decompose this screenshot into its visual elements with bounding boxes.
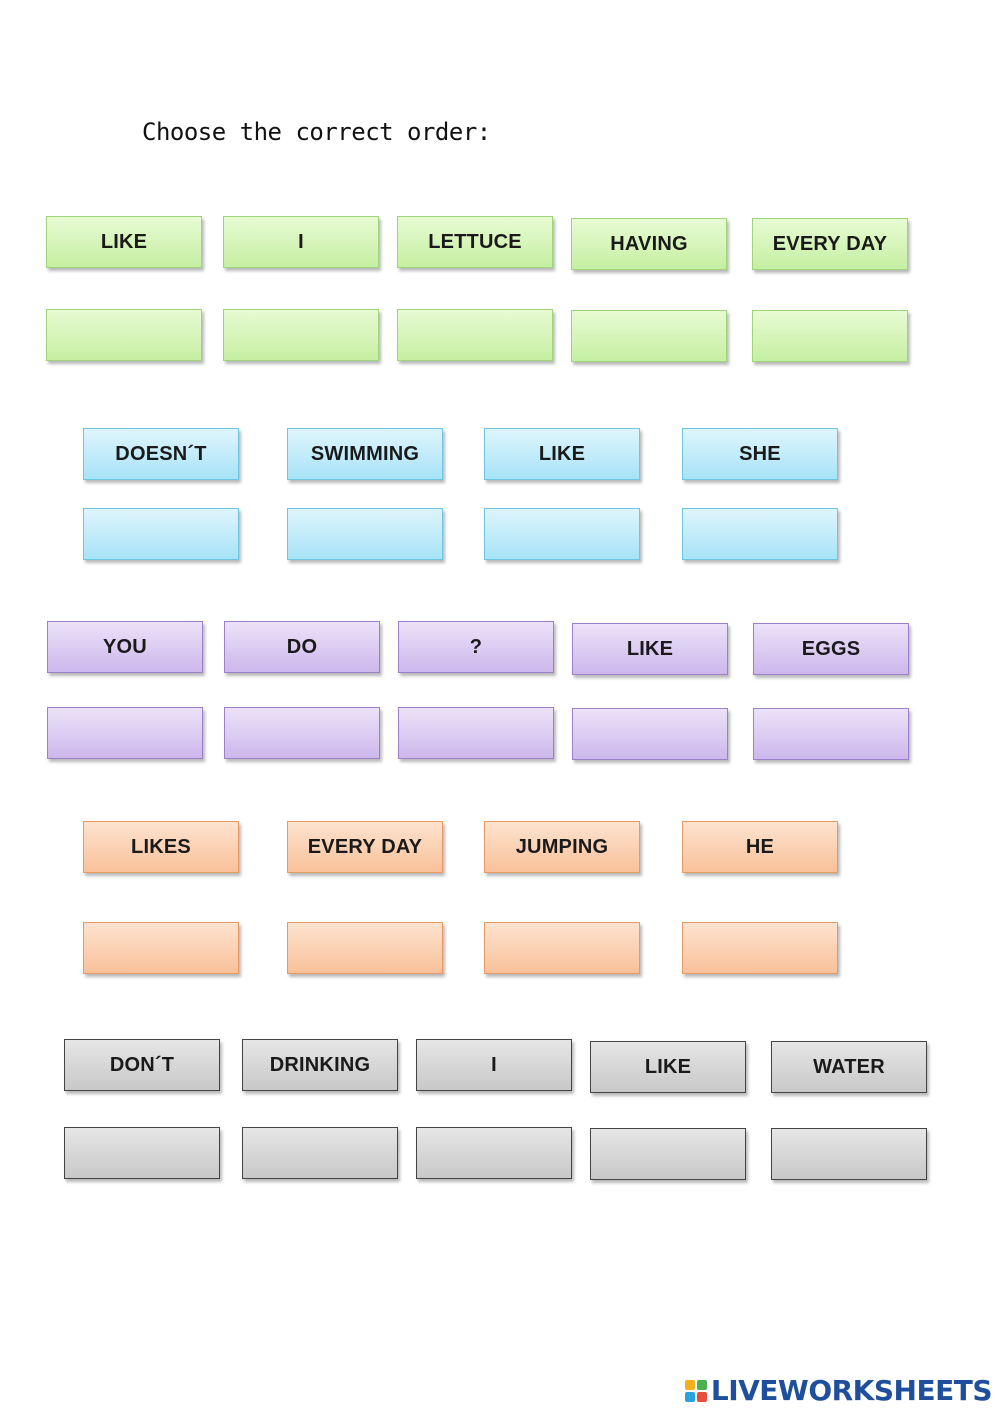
word-tile[interactable]: EVERY DAY: [752, 218, 908, 270]
word-tile[interactable]: LIKE: [590, 1041, 746, 1093]
answer-slot[interactable]: [46, 309, 202, 361]
word-tile[interactable]: SWIMMING: [287, 428, 443, 480]
answer-slot[interactable]: [571, 310, 727, 362]
word-tiles-row: LIKES EVERY DAY JUMPING HE: [0, 821, 1000, 875]
word-tile[interactable]: LIKE: [572, 623, 728, 675]
answer-slot[interactable]: [287, 922, 443, 974]
logo-text: LIVEWORKSHEETS: [710, 1374, 993, 1407]
instruction-title: Choose the correct order:: [142, 118, 491, 146]
answer-slot[interactable]: [682, 508, 838, 560]
answer-slot[interactable]: [771, 1128, 927, 1180]
word-tile[interactable]: SHE: [682, 428, 838, 480]
answer-slot[interactable]: [287, 508, 443, 560]
word-tiles-row: LIKE I LETTUCE HAVING EVERY DAY: [0, 216, 1000, 270]
answer-slots-row: [0, 309, 1000, 363]
word-tile[interactable]: HAVING: [571, 218, 727, 270]
answer-slot[interactable]: [224, 707, 380, 759]
answer-slots-row: [0, 707, 1000, 761]
word-tile[interactable]: DO: [224, 621, 380, 673]
word-tile[interactable]: JUMPING: [484, 821, 640, 873]
answer-slot[interactable]: [752, 310, 908, 362]
logo-grid-icon: [684, 1379, 707, 1402]
word-tiles-row: YOU DO ? LIKE EGGS: [0, 621, 1000, 675]
word-tiles-row: DOESN´T SWIMMING LIKE SHE: [0, 428, 1000, 482]
word-tiles-row: DON´T DRINKING I LIKE WATER: [0, 1039, 1000, 1093]
answer-slot[interactable]: [572, 708, 728, 760]
answer-slot[interactable]: [416, 1127, 572, 1179]
word-tile[interactable]: HE: [682, 821, 838, 873]
word-tile[interactable]: DOESN´T: [83, 428, 239, 480]
word-tile[interactable]: ?: [398, 621, 554, 673]
answer-slot[interactable]: [682, 922, 838, 974]
answer-slot[interactable]: [223, 309, 379, 361]
answer-slot[interactable]: [47, 707, 203, 759]
answer-slot[interactable]: [83, 508, 239, 560]
word-tile[interactable]: DON´T: [64, 1039, 220, 1091]
word-tile[interactable]: LIKE: [484, 428, 640, 480]
answer-slot[interactable]: [242, 1127, 398, 1179]
answer-slot[interactable]: [64, 1127, 220, 1179]
word-tile[interactable]: LIKE: [46, 216, 202, 268]
liveworksheets-logo: LIVEWORKSHEETS: [684, 1374, 993, 1407]
word-tile[interactable]: I: [416, 1039, 572, 1091]
word-tile[interactable]: LIKES: [83, 821, 239, 873]
answer-slot[interactable]: [590, 1128, 746, 1180]
answer-slot[interactable]: [484, 508, 640, 560]
answer-slots-row: [0, 508, 1000, 562]
answer-slot[interactable]: [753, 708, 909, 760]
answer-slot[interactable]: [484, 922, 640, 974]
answer-slot[interactable]: [398, 707, 554, 759]
word-tile[interactable]: I: [223, 216, 379, 268]
word-tile[interactable]: EGGS: [753, 623, 909, 675]
word-tile[interactable]: WATER: [771, 1041, 927, 1093]
answer-slots-row: [0, 1127, 1000, 1181]
answer-slot[interactable]: [397, 309, 553, 361]
word-tile[interactable]: LETTUCE: [397, 216, 553, 268]
word-tile[interactable]: YOU: [47, 621, 203, 673]
word-tile[interactable]: EVERY DAY: [287, 821, 443, 873]
answer-slots-row: [0, 922, 1000, 976]
word-tile[interactable]: DRINKING: [242, 1039, 398, 1091]
answer-slot[interactable]: [83, 922, 239, 974]
